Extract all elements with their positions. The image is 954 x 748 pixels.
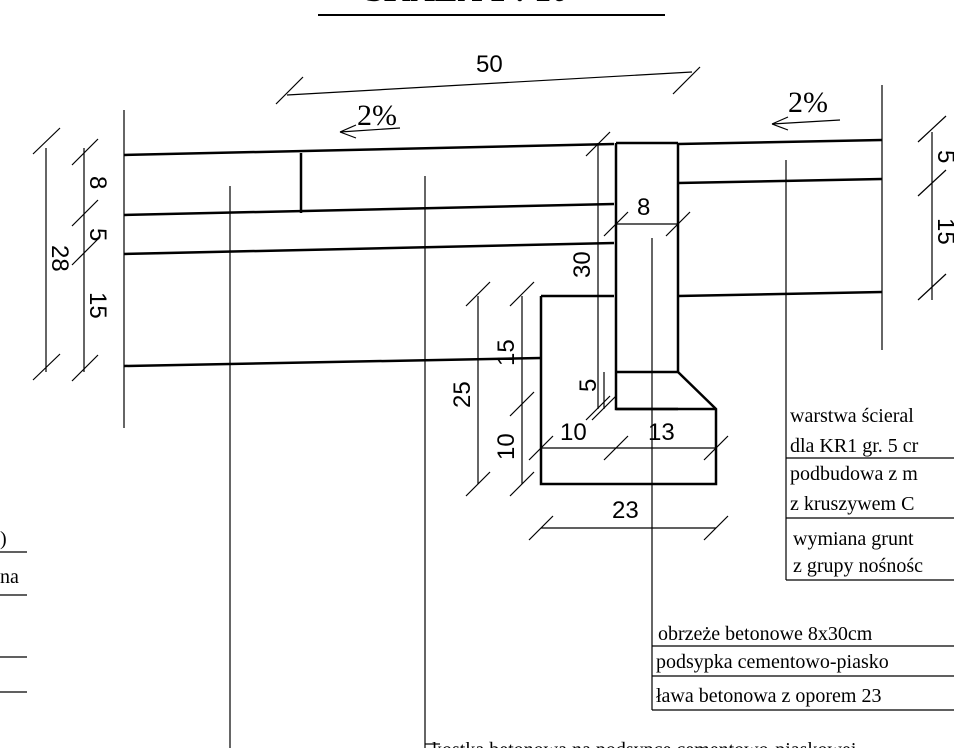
sidewalk-layers [677, 85, 883, 350]
left-label-2: na [0, 566, 19, 588]
leader-lines [229, 160, 787, 748]
dim-10-horiz-label: 10 [560, 419, 587, 446]
sidewalk-line-2 [677, 290, 883, 298]
left-labels: ) na [0, 528, 27, 693]
dimension-bench-width: 23 [528, 497, 729, 541]
dimension-bench-horizontal: 10 13 [528, 419, 729, 461]
right-label-6: z grupy nośnośc [793, 555, 923, 577]
dim-15-bench-label: 15 [493, 339, 520, 366]
dim-30-label: 30 [569, 251, 596, 278]
dim-15-right-label: 15 [932, 218, 954, 245]
dimension-left-layers: 8 5 15 [71, 138, 111, 382]
right-label-5: wymiana grunt [793, 528, 914, 550]
surface-line [123, 142, 615, 157]
dim-25-label: 25 [449, 381, 476, 408]
bench-outline [539, 294, 718, 486]
bottom-labels: obrzeże betonowe 8x30cm podsypka cemento… [652, 623, 954, 711]
drawing-title: SKALA 1 : 10 [365, 0, 568, 9]
dim-8-curb-label: 8 [637, 194, 650, 221]
curb-outline [614, 143, 680, 411]
dimension-bench-vertical: 15 10 25 5 [449, 281, 617, 497]
dimension-left-total: 28 [32, 127, 73, 381]
bottom-partial-text: kostka betonowa na podsypce cementowo-pi… [432, 739, 856, 748]
dim-10-bench-label: 10 [493, 433, 520, 460]
dim-50-label: 50 [476, 51, 503, 78]
road-layers [123, 110, 615, 428]
dimension-curb-height: 30 [569, 131, 611, 421]
bottom-label-1: obrzeże betonowe 8x30cm [658, 623, 873, 645]
curb-and-bench [539, 141, 718, 486]
slope-left: 2% [339, 99, 401, 139]
slope-right: 2% [771, 86, 841, 131]
dim-15-left-label: 15 [84, 292, 111, 319]
dim-5-right-label: 5 [932, 150, 954, 163]
dim-5-bench-label: 5 [575, 379, 602, 392]
layer-line-2 [123, 241, 615, 256]
layer-line-1 [123, 202, 615, 217]
dimension-right-layers: 5 15 [917, 115, 954, 301]
right-labels: warstwa ścieral dla KR1 gr. 5 cr podbudo… [786, 405, 954, 581]
right-label-4: z kruszywem C [790, 493, 914, 515]
slope-left-label: 2% [357, 99, 397, 132]
right-label-3: podbudowa z m [790, 463, 918, 485]
sidewalk-line-1 [677, 177, 883, 185]
slope-right-label: 2% [788, 86, 828, 119]
sidewalk-surface [677, 138, 883, 146]
dimension-curb-width: 8 [603, 194, 691, 237]
dimension-top-width: 50 [275, 51, 701, 105]
dim-8-label: 8 [84, 176, 111, 189]
bottom-label-2: podsypka cementowo-piasko [656, 651, 889, 673]
dim-5-label: 5 [84, 228, 111, 241]
dim-28-label: 28 [46, 245, 73, 272]
bottom-label-3: ława betonowa z oporem 23 [656, 685, 881, 707]
right-label-1: warstwa ścieral [790, 405, 914, 427]
layer-line-3 [123, 356, 542, 368]
left-label-1: ) [0, 528, 7, 550]
dim-23-label: 23 [612, 497, 639, 524]
right-label-2: dla KR1 gr. 5 cr [790, 435, 919, 457]
